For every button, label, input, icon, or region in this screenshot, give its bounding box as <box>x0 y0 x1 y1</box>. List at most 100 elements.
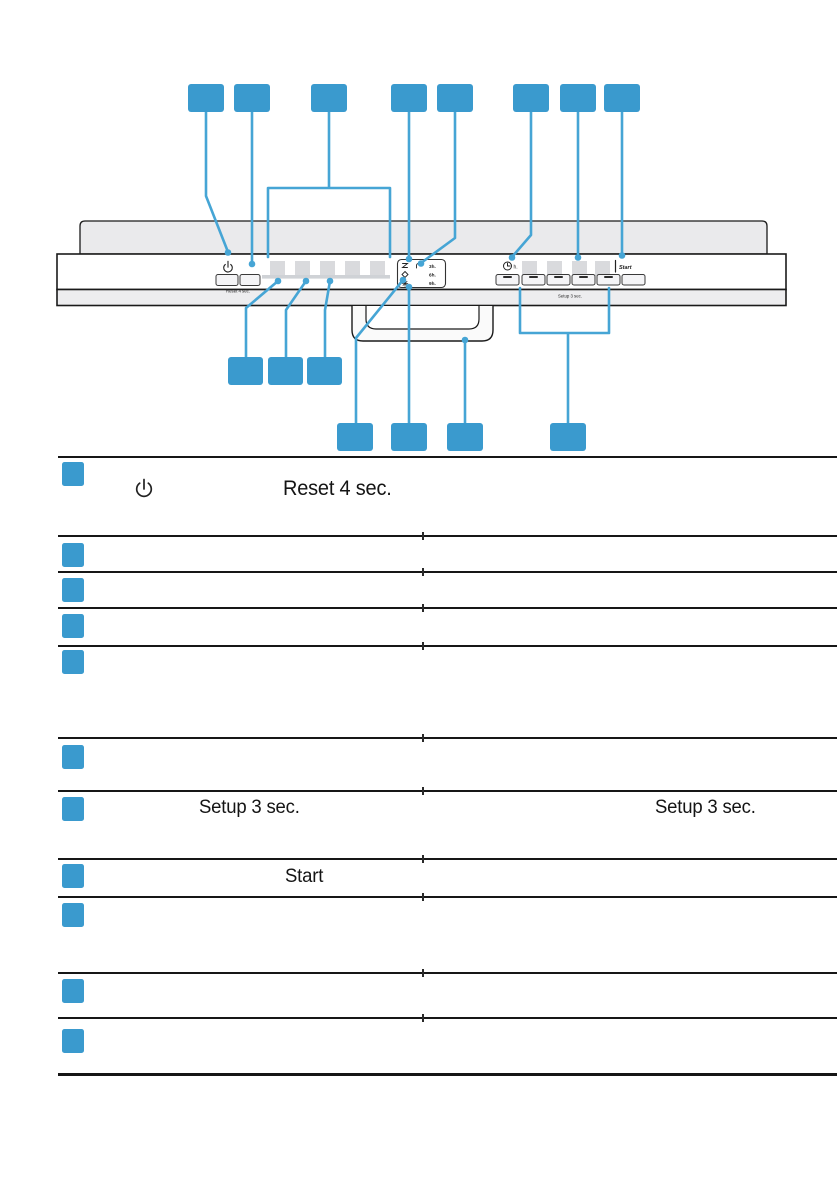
function-buttons <box>495 274 646 286</box>
column-divider-tick <box>422 787 424 795</box>
callout-box <box>337 423 373 451</box>
table-rule <box>58 456 837 458</box>
column-divider-tick <box>422 642 424 650</box>
callout-box <box>307 357 342 385</box>
legend-number-box <box>62 650 84 674</box>
callout-box <box>550 423 586 451</box>
time-option-9h: 9h. <box>429 281 436 286</box>
time-option-6h: 6h. <box>429 273 436 278</box>
callout-box <box>228 357 263 385</box>
callout-line <box>323 279 332 359</box>
function-button <box>521 274 546 286</box>
legend-number-box <box>62 979 84 1003</box>
option-keys <box>522 261 610 276</box>
panel-setup-hint: Setup 3 sec. <box>558 294 582 299</box>
column-divider-tick <box>422 734 424 742</box>
progress-bar <box>262 275 390 279</box>
power-button <box>215 274 239 286</box>
column-divider-tick <box>422 604 424 612</box>
door-strip <box>56 288 787 307</box>
delay-hours-hint: h. <box>514 264 518 270</box>
callout-box <box>447 423 483 451</box>
callout-box <box>391 423 427 451</box>
callout-box <box>234 84 270 112</box>
callout-line <box>204 110 230 254</box>
program-key <box>270 261 285 276</box>
legend-number-box <box>62 614 84 638</box>
callout-box <box>311 84 347 112</box>
table-rule <box>58 607 837 609</box>
callout-line <box>284 279 308 359</box>
callout-line <box>244 279 280 359</box>
panel-reset-hint: Reset 4 sec. <box>226 289 250 294</box>
callout-connectors <box>204 110 626 425</box>
table-rule <box>58 737 837 739</box>
program-key <box>295 261 310 276</box>
callout-dots <box>224 249 626 344</box>
function-button-leds <box>503 276 613 278</box>
table-rule <box>58 571 837 573</box>
table-rule <box>58 858 837 860</box>
column-divider-tick <box>422 893 424 901</box>
callout-line <box>518 286 611 425</box>
function-button <box>546 274 571 286</box>
column-divider-tick <box>422 568 424 576</box>
option-key <box>595 261 610 276</box>
callout-box <box>560 84 596 112</box>
indicator-box <box>396 258 447 289</box>
program-key <box>320 261 335 276</box>
callout-line <box>419 110 457 265</box>
power-icon <box>223 260 233 273</box>
column-divider-tick <box>422 855 424 863</box>
table-rule <box>58 896 837 898</box>
legend-row7-right-text: Setup 3 sec. <box>655 796 756 818</box>
legend-number-box <box>62 797 84 821</box>
callout-line <box>510 110 533 259</box>
callout-line <box>266 110 392 259</box>
clock-icon <box>503 261 512 271</box>
program-key <box>345 261 360 276</box>
callout-box <box>437 84 473 112</box>
program-keys <box>270 261 385 276</box>
function-button <box>621 274 646 286</box>
column-divider-tick <box>422 1014 424 1022</box>
option-key <box>572 261 587 276</box>
callout-box <box>604 84 640 112</box>
program-select-button <box>239 274 261 286</box>
function-button <box>571 274 596 286</box>
callout-box <box>391 84 427 112</box>
salt-icon <box>401 263 409 268</box>
legend-number-box <box>62 864 84 888</box>
callout-box <box>513 84 549 112</box>
panel-widgets: Reset 4 sec. <box>215 258 646 299</box>
function-button <box>596 274 621 286</box>
callout-box <box>188 84 224 112</box>
time-option-3h: 3h. <box>429 264 436 269</box>
power-icon <box>135 478 153 498</box>
worktop <box>79 220 768 255</box>
legend-number-box <box>62 903 84 927</box>
legend-number-box <box>62 578 84 602</box>
option-key <box>547 261 562 276</box>
table-rule <box>58 1073 837 1076</box>
column-divider-tick <box>422 532 424 540</box>
column-divider-tick <box>422 969 424 977</box>
panel-start-label: Start <box>619 265 633 271</box>
door-handle-recess <box>365 306 480 330</box>
legend-row8-text: Start <box>285 865 324 887</box>
table-rule <box>58 972 837 974</box>
table-rule <box>58 790 837 792</box>
legend-row7-left-text: Setup 3 sec. <box>199 796 300 818</box>
legend-row1-text: Reset 4 sec. <box>283 477 392 500</box>
control-panel-diagram: Reset 4 sec. <box>56 84 787 451</box>
callout-box <box>268 357 303 385</box>
table-rule <box>58 1017 837 1019</box>
table-rule <box>58 645 837 647</box>
callout-line <box>354 278 405 425</box>
legend-number-box <box>62 745 84 769</box>
option-key <box>522 261 537 276</box>
function-button <box>495 274 520 286</box>
legend-number-box <box>62 543 84 567</box>
legend-number-box <box>62 1029 84 1053</box>
